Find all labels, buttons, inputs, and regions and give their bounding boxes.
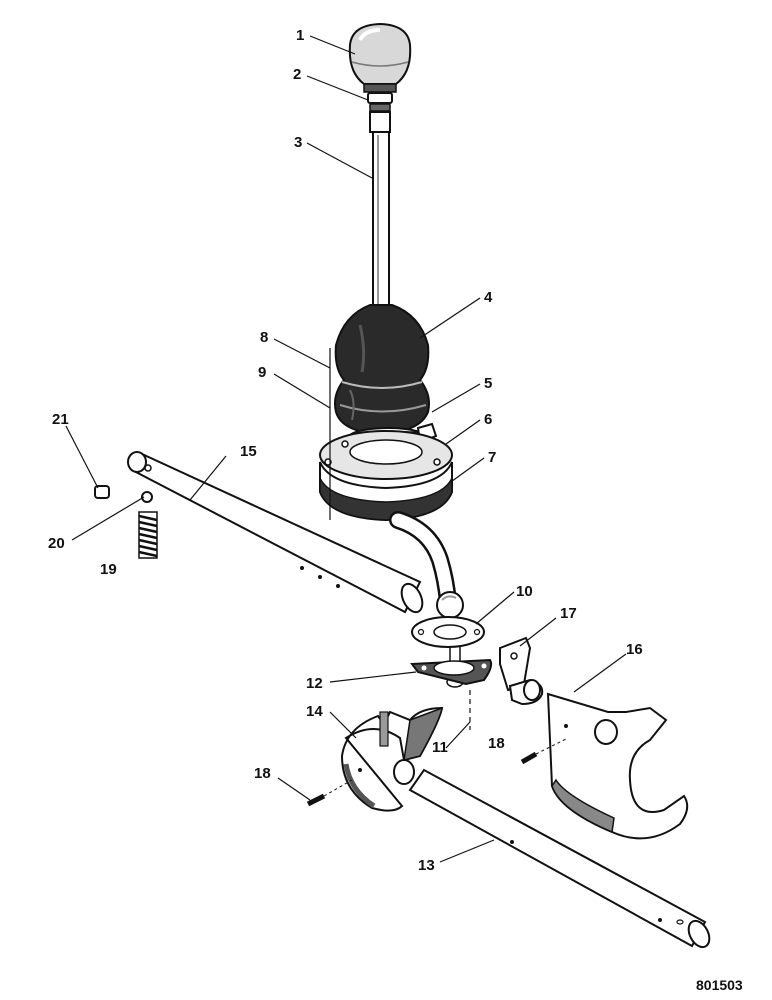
retaining-plate <box>319 430 453 480</box>
callout-6: 6 <box>484 411 492 428</box>
callout-19: 19 <box>100 561 117 578</box>
callout-15: 15 <box>240 443 257 460</box>
leader-lines <box>65 35 627 863</box>
callout-11: 11 <box>432 739 448 756</box>
roll-pin-lower <box>306 779 353 807</box>
drawing-number: 801503 <box>696 977 743 993</box>
callout-2: 2 <box>293 66 301 83</box>
callout-17: 17 <box>560 605 577 622</box>
lock-nut <box>367 92 393 112</box>
roll-pin-upper <box>520 737 569 765</box>
gear-lever-assembly <box>319 22 493 730</box>
selector-fork-large <box>546 692 689 840</box>
callout-7: 7 <box>488 449 496 466</box>
callout-20: 20 <box>48 535 65 552</box>
rubber-gaiter <box>334 304 430 436</box>
callout-8: 8 <box>260 329 268 346</box>
plunger <box>94 485 110 499</box>
selector-rail-lower <box>408 768 711 949</box>
triangular-plate <box>410 658 493 686</box>
callout-21: 21 <box>52 411 69 428</box>
callout-18-upper: 18 <box>488 735 505 752</box>
selector-fork-small <box>340 706 444 812</box>
callout-12: 12 <box>306 675 323 692</box>
callout-13: 13 <box>418 857 435 874</box>
lever-shaft <box>369 111 391 313</box>
selector-rail-upper <box>127 451 424 614</box>
callout-4: 4 <box>484 289 493 306</box>
detent-ball <box>141 491 153 503</box>
callout-3: 3 <box>294 134 302 151</box>
callout-14: 14 <box>306 703 323 720</box>
callout-10: 10 <box>516 583 533 600</box>
selector-jaw <box>499 636 544 706</box>
callout-9: 9 <box>258 364 266 381</box>
lever-housing <box>319 461 453 522</box>
callout-18-lower: 18 <box>254 765 271 782</box>
detent-spring <box>138 511 158 559</box>
gasket <box>411 616 485 648</box>
callout-16: 16 <box>626 641 643 658</box>
callout-5: 5 <box>484 375 492 392</box>
callout-labels: 1 2 3 4 5 6 7 8 9 10 11 12 13 14 15 16 1… <box>48 27 643 874</box>
callout-1: 1 <box>296 27 304 44</box>
gear-knob <box>348 22 412 93</box>
